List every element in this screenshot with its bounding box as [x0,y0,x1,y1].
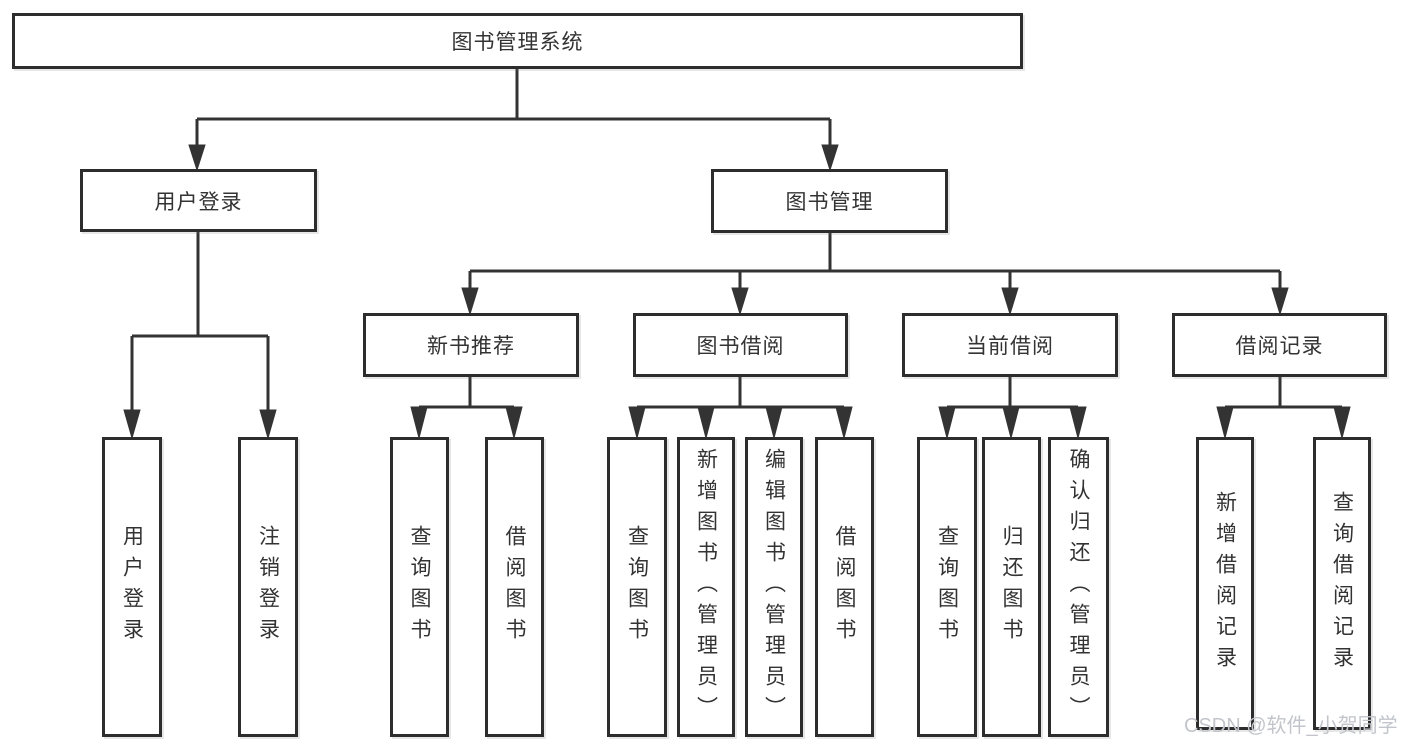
leaf-logout: 注销登录 [238,437,298,737]
leaf-borrow-edit-admin-label: 编辑图书（管理员） [762,447,786,727]
leaf-record-add-label: 新增借阅记录 [1213,490,1237,677]
leaf-borrow-query: 查询图书 [607,437,667,737]
leaf-borrow-book: 借阅图书 [815,437,874,737]
arrowhead [1002,406,1020,439]
leaf-borrow-query-label: 查询图书 [625,525,649,649]
leaf-user-login-label: 用户登录 [120,525,144,649]
node-user-login: 用户登录 [80,169,317,232]
node-book-borrow-label: 图书借阅 [696,335,785,358]
connector-root-branch [188,68,839,172]
leaf-newbook-borrow-label: 借阅图书 [503,525,526,649]
node-root-label: 图书管理系统 [451,31,584,54]
leaf-current-query: 查询图书 [917,437,977,737]
arrowhead [1271,287,1289,316]
node-current-borrow-label: 当前借阅 [966,335,1054,358]
arrowhead [697,406,715,439]
connector-newbook-branch [410,377,523,439]
arrowhead [259,409,277,440]
connector-current-branch [938,377,1087,439]
leaf-current-query-label: 查询图书 [935,525,959,649]
arrowhead [731,287,749,316]
node-borrow-records-label: 借阅记录 [1235,335,1324,358]
connector-mgmt-branch [461,233,1289,316]
leaf-borrow-edit-admin: 编辑图书（管理员） [745,437,803,737]
arrowhead [765,406,783,439]
node-new-book-recommend: 新书推荐 [363,313,579,377]
leaf-current-confirm-admin-label: 确认归还（管理员） [1067,447,1090,727]
leaf-logout-label: 注销登录 [256,525,280,649]
leaf-user-login: 用户登录 [102,437,162,737]
arrowhead [835,406,853,439]
leaf-newbook-query: 查询图书 [390,437,449,737]
connector-records-branch [1216,377,1351,439]
node-user-login-label: 用户登录 [154,190,243,214]
leaf-record-query-label: 查询借阅记录 [1330,490,1354,677]
node-book-management: 图书管理 [711,169,948,233]
leaf-current-return-label: 归还图书 [1000,525,1023,649]
connector-borrow-branch [628,377,853,439]
leaf-record-query: 查询借阅记录 [1313,437,1371,730]
leaf-borrow-add-admin-label: 新增图书（管理员） [694,447,718,727]
arrowhead [821,144,839,172]
node-new-book-recommend-label: 新书推荐 [427,335,515,358]
node-current-borrow: 当前借阅 [902,313,1118,377]
node-borrow-records: 借阅记录 [1172,313,1387,377]
arrowhead [188,144,206,172]
leaf-newbook-query-label: 查询图书 [408,525,431,649]
arrowhead [1001,287,1019,316]
watermark: CSDN @软件_小贺同学 [1184,715,1398,737]
arrowhead [938,406,956,439]
leaf-newbook-borrow: 借阅图书 [485,437,544,737]
leaf-current-return: 归还图书 [982,437,1041,737]
arrowhead [410,406,428,439]
arrowhead [123,409,141,440]
node-root: 图书管理系统 [12,13,1023,69]
leaf-record-add: 新增借阅记录 [1196,437,1254,730]
leaf-borrow-add-admin: 新增图书（管理员） [677,437,735,737]
arrowhead [1216,406,1234,439]
arrowhead [461,287,479,316]
node-book-borrow: 图书借阅 [633,313,848,377]
arrowhead [505,406,523,439]
leaf-borrow-book-label: 借阅图书 [833,525,856,649]
arrowhead [1333,406,1351,439]
leaf-current-confirm-admin: 确认归还（管理员） [1048,437,1109,737]
node-book-management-label: 图书管理 [785,191,874,214]
arrowhead [628,406,646,439]
connector-login-branch [123,232,277,440]
arrowhead [1069,406,1087,439]
